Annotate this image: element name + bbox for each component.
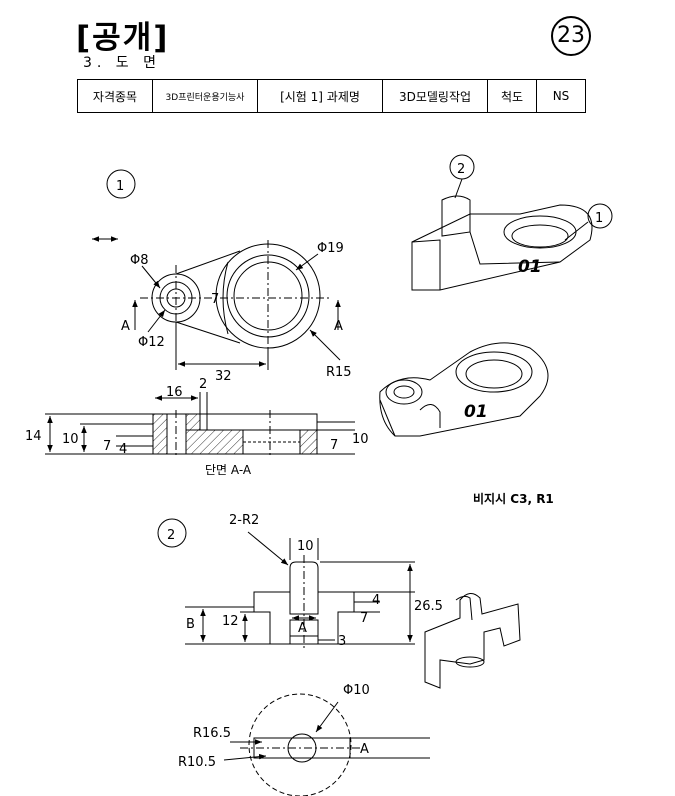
dim-b: B bbox=[186, 617, 195, 632]
dim-10-top: 10 bbox=[297, 539, 314, 554]
dim-4-part2: 4 bbox=[372, 593, 380, 608]
cell-subject-label: 자격종목 bbox=[77, 79, 153, 113]
part1-top-view bbox=[140, 240, 330, 352]
section-mark-a-left: A bbox=[121, 319, 130, 334]
iso-balloon-2: 2 bbox=[457, 162, 465, 177]
cell-task-value: 3D모델링작업 bbox=[382, 79, 488, 113]
part1-section-dimensions bbox=[45, 395, 355, 455]
part2-dimension-lines bbox=[185, 531, 415, 645]
part1-iso-view bbox=[379, 342, 549, 437]
section-label: 단면 A-A bbox=[205, 463, 252, 477]
part1-dimension-lines bbox=[132, 253, 341, 370]
cell-subject-value: 3D프린터운용기능사 bbox=[152, 79, 258, 113]
dim-r10-5: R10.5 bbox=[178, 755, 216, 770]
cell-scale-value: NS bbox=[536, 79, 586, 113]
dim-phi12: Φ12 bbox=[138, 335, 165, 350]
dim-3: 3 bbox=[338, 634, 346, 649]
dim-phi10: Φ10 bbox=[343, 683, 370, 698]
title-block-table: 자격종목 3D프린터운용기능사 [시험 1] 과제명 3D모델링작업 척도 NS bbox=[77, 79, 586, 113]
dim-4: 4 bbox=[119, 442, 127, 457]
part2-balloon-label: 2 bbox=[167, 528, 175, 543]
iso-balloon-1: 1 bbox=[595, 211, 603, 226]
dim-32: 32 bbox=[215, 369, 232, 384]
part1-balloon bbox=[106, 169, 136, 199]
assembly-iso-view bbox=[411, 154, 613, 291]
dim-7-part2: 7 bbox=[360, 611, 368, 626]
dim-14: 14 bbox=[25, 429, 42, 444]
dim-phi8: Φ8 bbox=[130, 253, 149, 268]
part1-balloon-label: 1 bbox=[116, 179, 124, 194]
dim-r16-5: R16.5 bbox=[193, 726, 231, 741]
dim-10-left: 10 bbox=[62, 432, 79, 447]
cell-scale-label: 척도 bbox=[487, 79, 537, 113]
section-subtitle: 3. 도 면 bbox=[83, 55, 162, 71]
dim-16: 16 bbox=[166, 385, 183, 400]
dim-26-5: 26.5 bbox=[414, 599, 443, 614]
part1-section-view bbox=[152, 392, 318, 458]
dim-7-right: 7 bbox=[330, 438, 338, 453]
chamfer-note: 비지시 C3, R1 bbox=[473, 491, 554, 506]
dim-r15: R15 bbox=[326, 365, 352, 380]
part2-bottom-view bbox=[223, 693, 430, 796]
section-mark-a-right: A bbox=[334, 319, 343, 334]
sheet-number-badge: 23 bbox=[551, 16, 591, 56]
dim-7-left: 7 bbox=[103, 439, 111, 454]
assembly-engraving: 01 bbox=[518, 257, 542, 277]
dim-7-top: 7 bbox=[211, 292, 219, 307]
dim-12: 12 bbox=[222, 614, 239, 629]
dim-a-part2: A bbox=[298, 621, 307, 636]
part1-iso-engraving: 01 bbox=[464, 402, 488, 422]
part2-balloon bbox=[157, 518, 187, 548]
dim-a-bottom: A bbox=[360, 742, 369, 757]
part2-iso-view bbox=[424, 593, 521, 689]
page-title: [공개] bbox=[76, 20, 170, 56]
dim-2: 2 bbox=[199, 377, 207, 392]
dim-10-right: 10 bbox=[352, 432, 369, 447]
dim-phi19: Φ19 bbox=[317, 241, 344, 256]
dim-2-r2: 2-R2 bbox=[229, 513, 259, 528]
cell-task-label: [시험 1] 과제명 bbox=[257, 79, 383, 113]
